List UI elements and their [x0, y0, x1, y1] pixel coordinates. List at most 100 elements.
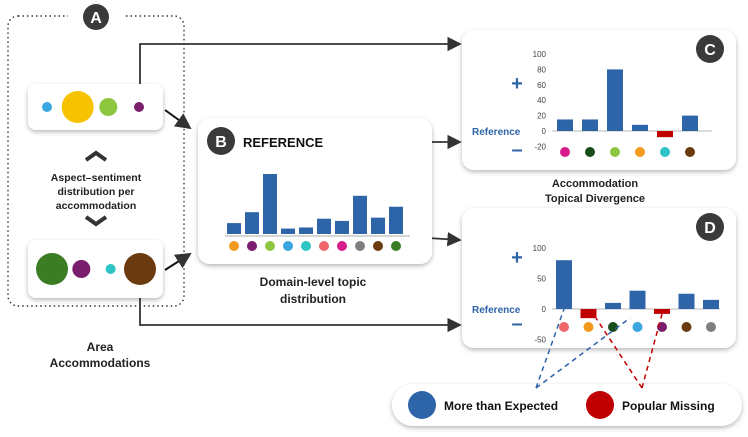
reference-bar: [263, 174, 277, 234]
divergence-bar: [605, 302, 621, 309]
chevron-up-icon: [84, 150, 108, 162]
area-accommodations-caption: Area Accommodations: [49, 340, 151, 370]
reference-bar: [227, 223, 241, 234]
divergence-bar: [580, 309, 597, 319]
legend-missing-swatch: [586, 391, 614, 419]
badge-a: A: [83, 4, 109, 30]
divergence-bar: [682, 115, 698, 131]
divergence-card-c: [462, 30, 736, 170]
reference-bar: [299, 227, 313, 234]
reference-label: Reference: [472, 127, 521, 138]
divergence-bar: [607, 69, 623, 131]
divergence-bar: [632, 124, 648, 131]
sentiment-dot: [72, 260, 91, 278]
topic-dot: [559, 322, 569, 332]
divergence-card-d: [462, 208, 736, 348]
reference-bar: [353, 195, 367, 234]
topic-dot: [319, 241, 329, 251]
badge-c-label: C: [704, 42, 716, 59]
legend-more-swatch: [408, 391, 436, 419]
topic-dot: [301, 241, 311, 251]
topic-dot: [583, 322, 594, 332]
minus-sign: –: [511, 313, 522, 335]
badge-a-label: A: [90, 10, 102, 27]
arrow-a-to-d: [139, 298, 462, 333]
badge-c: C: [696, 35, 724, 63]
topic-dot: [685, 147, 695, 157]
sentiment-dot: [105, 264, 116, 274]
sentiment-dot: [134, 102, 144, 112]
badge-d-label: D: [704, 220, 716, 237]
aspect-caption: Aspect–sentiment distribution per accomm…: [50, 172, 142, 212]
arrow-a-bottom-to-b: [164, 252, 192, 271]
callout-lines: [535, 308, 663, 389]
y-tick-label: 80: [537, 65, 546, 74]
divergence-caption: Accommodation Topical Divergence: [544, 178, 646, 205]
y-tick-label: 60: [537, 81, 546, 90]
topic-dot: [635, 147, 645, 157]
sentiment-dot: [36, 253, 68, 285]
reference-bar: [317, 218, 331, 234]
topic-dot: [681, 322, 692, 332]
legend-more-label: More than Expected: [444, 399, 558, 413]
topic-dot: [355, 241, 365, 251]
topic-dot: [585, 147, 595, 157]
reference-bar: [389, 206, 403, 234]
sentiment-dot: [42, 102, 52, 112]
topic-dot: [608, 322, 618, 332]
reference-dots: [229, 241, 401, 251]
sentiment-dot: [61, 91, 94, 123]
y-tick-label: -20: [534, 142, 546, 151]
topic-dot: [247, 241, 257, 251]
topic-dot: [229, 241, 239, 251]
y-tick-label: 0: [542, 127, 547, 136]
plus-sign: +: [511, 73, 523, 95]
y-tick-label: 0: [542, 305, 547, 314]
legend-box: [392, 384, 742, 426]
minus-sign: –: [511, 139, 522, 161]
divergence-bar: [582, 119, 598, 131]
y-tick-label: 40: [537, 96, 546, 105]
topic-dot: [660, 147, 670, 157]
divergence-bar: [678, 293, 695, 309]
arrow-a-top-to-b: [164, 109, 192, 130]
divergence-bar: [557, 119, 573, 131]
topic-dot: [632, 322, 643, 332]
sentiment-dot: [124, 253, 156, 285]
reference-label: Reference: [472, 305, 521, 316]
reference-bar: [371, 217, 385, 234]
card-bottom-dots: [36, 253, 156, 285]
legend-missing-label: Popular Missing: [622, 399, 715, 413]
badge-b: B: [207, 127, 235, 155]
topic-dot: [283, 241, 293, 251]
accommodation-card-bottom: [28, 240, 163, 298]
divergence-bar: [629, 290, 646, 309]
reference-bar: [281, 228, 295, 234]
topic-dot: [706, 322, 716, 332]
divergence-bar: [654, 309, 670, 314]
divergence-bar: [657, 131, 673, 138]
plus-sign: +: [511, 247, 523, 269]
reference-bar: [335, 220, 349, 234]
y-tick-label: 50: [537, 275, 546, 284]
divergence-bar: [703, 299, 719, 309]
card-top-dots: [42, 91, 144, 123]
topic-dot: [560, 147, 570, 157]
arrow-a-to-c: [139, 36, 462, 84]
sentiment-dot: [99, 98, 118, 116]
accommodation-card-top: [28, 84, 163, 130]
topic-dot: [610, 147, 620, 157]
y-tick-label: 100: [533, 244, 547, 253]
badge-b-label: B: [215, 134, 227, 151]
arrow-b-to-d: [427, 232, 462, 247]
y-tick-label: 100: [533, 50, 547, 59]
domain-level-caption: Domain-level topic distribution: [259, 275, 367, 306]
divergence-bar: [556, 260, 572, 309]
topic-dot: [373, 241, 383, 251]
reference-bars: [227, 174, 403, 234]
y-tick-label: -50: [534, 336, 546, 345]
topic-dot: [265, 241, 275, 251]
